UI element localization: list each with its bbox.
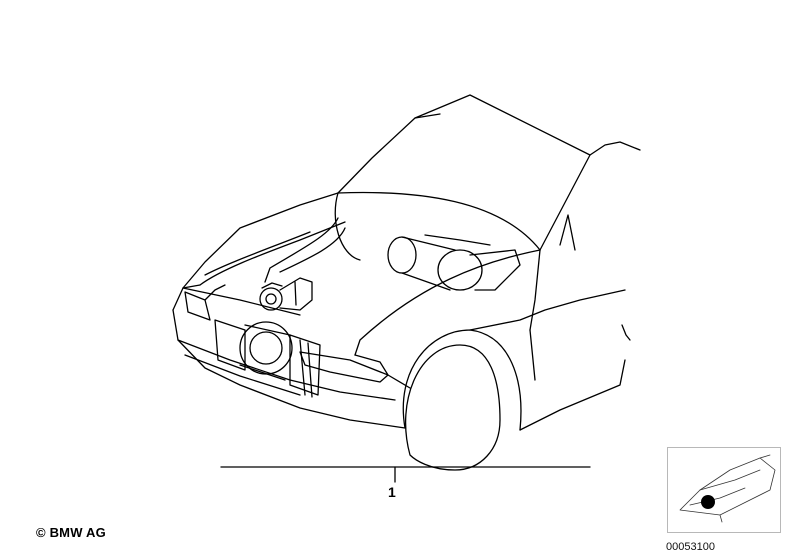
car-body: [172, 94, 641, 471]
location-marker-icon: [701, 495, 715, 509]
callout-number: 1: [388, 484, 396, 500]
copyright-text: © BMW AG: [36, 525, 106, 540]
compressor: [259, 277, 313, 311]
engine-bay-lines: [199, 217, 346, 301]
condenser-fan: [214, 319, 321, 398]
reference-thumbnail-frame: [667, 447, 781, 533]
reference-code: 00053100: [666, 541, 715, 553]
callout-leader: [220, 466, 591, 483]
evaporator-housing: [387, 234, 521, 291]
reference-car-thumbnail: [679, 454, 776, 523]
